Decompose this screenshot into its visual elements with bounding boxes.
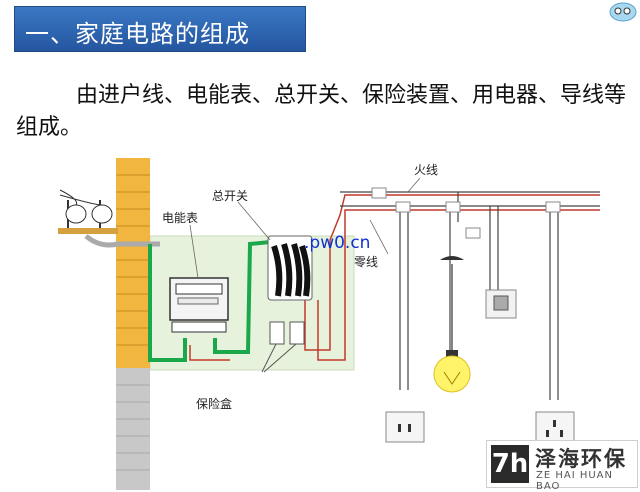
main-switch — [267, 235, 313, 301]
wall-outlet-3pin — [535, 411, 575, 443]
watermark-text: .pw0.cn — [304, 233, 370, 253]
intro-paragraph: 由进户线、电能表、总开关、保险装置、用电器、导线等组成。 — [16, 83, 627, 140]
brand-logo: 7h — [491, 445, 529, 483]
room-wiring — [340, 191, 600, 400]
leader-lines — [189, 177, 421, 279]
red-wire — [189, 194, 600, 361]
brand-name-cn: 泽海环保 — [535, 447, 627, 471]
service-conduit — [84, 234, 160, 248]
section-title-bar: 一、家庭电路的组成 — [14, 6, 306, 52]
section-title: 一、家庭电路的组成 — [25, 20, 250, 48]
lamp-holder — [440, 256, 464, 350]
service-insulators — [58, 189, 118, 234]
wall-outlet-2pin — [385, 411, 425, 443]
light-bulb — [433, 350, 471, 393]
brand-name-en: ZE HAI HUAN BAO — [536, 470, 613, 492]
electric-meter — [169, 277, 229, 333]
label-meter: 电能表 — [162, 211, 198, 225]
label-fuse-box: 保险盒 — [196, 396, 232, 411]
wall-switch — [485, 289, 517, 319]
corner-decoration-icon — [609, 2, 637, 22]
label-neutral-wire: 零线 — [354, 255, 378, 269]
junction-boxes — [371, 187, 561, 239]
label-live-wire: 火线 — [414, 163, 438, 177]
brick-wall — [116, 158, 150, 490]
label-main-switch: 总开关 — [212, 189, 248, 203]
green-wire — [148, 238, 291, 362]
fuse-boxes — [261, 321, 305, 373]
brand-badge: 7h 泽海环保 ZE HAI HUAN BAO — [486, 440, 638, 492]
